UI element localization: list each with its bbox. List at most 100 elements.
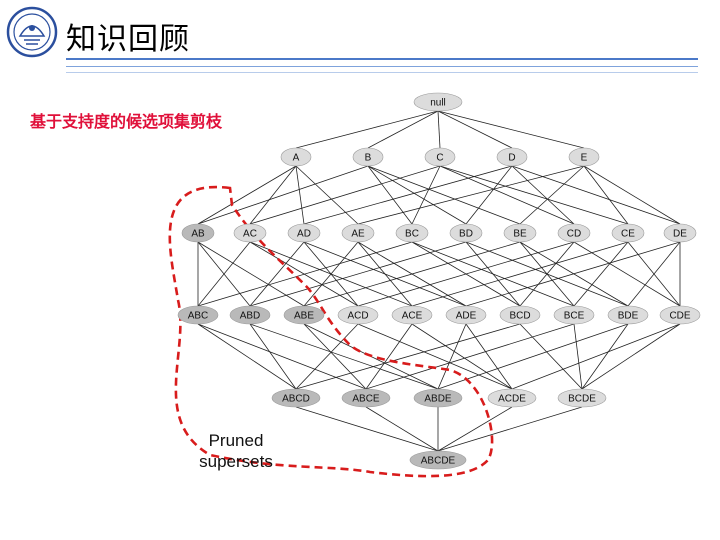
edge-AE-ACE bbox=[357, 241, 413, 307]
title-rule-thin bbox=[66, 66, 698, 67]
lattice-node-E: E bbox=[568, 147, 600, 167]
lattice-node-DE: DE bbox=[663, 223, 697, 243]
edge-AC-ABC bbox=[197, 241, 251, 307]
node-ellipse-C bbox=[424, 147, 456, 167]
node-label-BE: BE bbox=[513, 229, 527, 240]
node-ellipse-ABD bbox=[229, 305, 271, 325]
edge-BCE-ABCE bbox=[365, 323, 575, 390]
node-label-D: D bbox=[508, 153, 515, 164]
edge-ACE-ACDE bbox=[411, 323, 513, 390]
node-ellipse-E bbox=[568, 147, 600, 167]
node-label-C: C bbox=[436, 153, 443, 164]
page-title: 知识回顾 bbox=[66, 22, 190, 57]
node-ellipse-BCE bbox=[553, 305, 595, 325]
lattice-node-ABDE: ABDE bbox=[413, 388, 463, 408]
edge-ABE-ABCE bbox=[303, 323, 367, 390]
node-ellipse-ABCD bbox=[271, 388, 321, 408]
node-label-ACD: ACD bbox=[347, 311, 368, 322]
lattice-node-BC: BC bbox=[395, 223, 429, 243]
node-ellipse-CDE bbox=[659, 305, 701, 325]
lattice-node-ABCE: ABCE bbox=[341, 388, 391, 408]
lattice-node-ABD: ABD bbox=[229, 305, 271, 325]
edge-E-AE bbox=[357, 165, 585, 225]
lattice-node-ADE: ADE bbox=[445, 305, 487, 325]
node-ellipse-AC bbox=[233, 223, 267, 243]
node-ellipse-ACE bbox=[391, 305, 433, 325]
node-label-CD: CD bbox=[567, 229, 581, 240]
node-ellipse-AB bbox=[181, 223, 215, 243]
lattice-node-B: B bbox=[352, 147, 384, 167]
node-label-BCE: BCE bbox=[564, 311, 585, 322]
edge-ACD-ABCD bbox=[295, 323, 359, 390]
node-label-AB: AB bbox=[191, 229, 205, 240]
node-label-AE: AE bbox=[351, 229, 365, 240]
edge-E-DE bbox=[583, 165, 681, 225]
edge-ABCE-ABCDE bbox=[365, 406, 439, 452]
lattice-node-ACDE: ACDE bbox=[487, 388, 537, 408]
edge-B-BE bbox=[367, 165, 521, 225]
university-seal-logo bbox=[6, 6, 58, 58]
edge-BC-ABC bbox=[197, 241, 413, 307]
node-label-BCDE: BCDE bbox=[568, 394, 596, 405]
edge-BCE-BCDE bbox=[573, 323, 583, 390]
section-subtitle: 基于支持度的候选项集剪枝 bbox=[30, 112, 223, 131]
node-label-BDE: BDE bbox=[618, 311, 639, 322]
edge-ADE-ABDE bbox=[437, 323, 467, 390]
edge-ADE-ACDE bbox=[465, 323, 513, 390]
edge-BE-ABE bbox=[303, 241, 521, 307]
edge-E-CE bbox=[583, 165, 629, 225]
node-ellipse-B bbox=[352, 147, 384, 167]
node-label-CE: CE bbox=[621, 229, 635, 240]
lattice-node-ABE: ABE bbox=[283, 305, 325, 325]
edge-ABC-ABCD bbox=[197, 323, 297, 390]
lattice-node-D: D bbox=[496, 147, 528, 167]
node-ellipse-ABCE bbox=[341, 388, 391, 408]
edge-C-AC bbox=[249, 165, 441, 225]
node-ellipse-DE bbox=[663, 223, 697, 243]
node-label-ABCE: ABCE bbox=[352, 394, 380, 405]
node-label-BCD: BCD bbox=[509, 311, 530, 322]
node-ellipse-BC bbox=[395, 223, 429, 243]
node-ellipse-A bbox=[280, 147, 312, 167]
edge-B-BD bbox=[367, 165, 467, 225]
lattice-node-C: C bbox=[424, 147, 456, 167]
edge-CE-ACE bbox=[411, 241, 629, 307]
lattice-node-AD: AD bbox=[287, 223, 321, 243]
lattice-node-BCDE: BCDE bbox=[557, 388, 607, 408]
edge-ACD-ACDE bbox=[357, 323, 513, 390]
node-label-BC: BC bbox=[405, 229, 419, 240]
lattice-node-AC: AC bbox=[233, 223, 267, 243]
lattice-node-ABCD: ABCD bbox=[271, 388, 321, 408]
node-label-B: B bbox=[365, 153, 372, 164]
title-rule bbox=[66, 58, 698, 60]
edge-E-BE bbox=[519, 165, 585, 225]
node-ellipse-ABCDE bbox=[409, 450, 467, 470]
edge-A-AB bbox=[197, 165, 297, 225]
edge-C-BC bbox=[411, 165, 441, 225]
node-ellipse-ADE bbox=[445, 305, 487, 325]
lattice-node-AE: AE bbox=[341, 223, 375, 243]
node-ellipse-BD bbox=[449, 223, 483, 243]
lattice-edges bbox=[197, 110, 681, 452]
node-ellipse-BCDE bbox=[557, 388, 607, 408]
node-label-ACE: ACE bbox=[402, 311, 423, 322]
node-ellipse-null bbox=[413, 92, 463, 112]
pruned-label-line1: Pruned bbox=[208, 431, 264, 450]
edge-null-D bbox=[437, 110, 513, 149]
edge-CDE-ACDE bbox=[511, 323, 681, 390]
node-label-ACDE: ACDE bbox=[498, 394, 526, 405]
edge-BCD-ABCD bbox=[295, 323, 521, 390]
node-label-CDE: CDE bbox=[669, 311, 690, 322]
edge-BD-ABD bbox=[249, 241, 467, 307]
node-label-ABCDE: ABCDE bbox=[421, 456, 456, 467]
edge-BCD-BCDE bbox=[519, 323, 583, 390]
node-label-E: E bbox=[581, 153, 588, 164]
pruned-label-line2: supersets bbox=[199, 452, 273, 471]
node-ellipse-ABE bbox=[283, 305, 325, 325]
lattice-node-BDE: BDE bbox=[607, 305, 649, 325]
edge-null-E bbox=[437, 110, 585, 149]
edge-D-BD bbox=[465, 165, 513, 225]
lattice-node-ACD: ACD bbox=[337, 305, 379, 325]
